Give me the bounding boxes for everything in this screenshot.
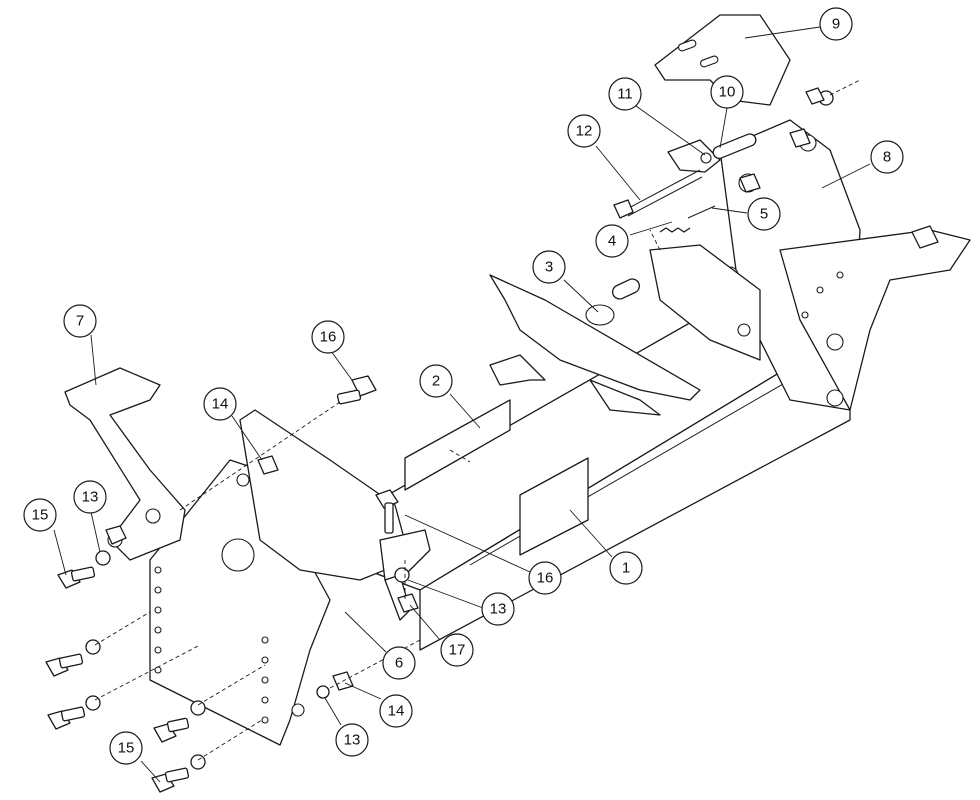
svg-text:16: 16 xyxy=(320,329,337,346)
leader-lines xyxy=(53,26,871,783)
svg-text:2: 2 xyxy=(432,373,440,390)
callout-1: 1 xyxy=(609,551,643,585)
svg-text:9: 9 xyxy=(832,16,840,33)
svg-text:4: 4 xyxy=(608,233,616,250)
callout-15-upper: 15 xyxy=(23,498,57,532)
bolt-15-upper xyxy=(57,566,96,589)
callouts: 1 2 3 4 5 6 7 8 9 10 11 12 13 13 13 14 1… xyxy=(23,7,904,765)
svg-text:1: 1 xyxy=(622,560,630,577)
pin-assembly xyxy=(585,133,761,361)
top-bracket xyxy=(654,14,791,106)
bolt-row-3 xyxy=(153,700,206,743)
bolt-16-top xyxy=(336,375,377,405)
callout-6: 6 xyxy=(382,646,416,680)
svg-text:11: 11 xyxy=(617,86,633,103)
callout-3: 3 xyxy=(532,250,566,284)
callout-13-lower: 13 xyxy=(335,723,369,757)
callout-16-lower: 16 xyxy=(528,561,562,595)
callout-15-lower: 15 xyxy=(109,731,143,765)
callout-14-lower: 14 xyxy=(379,694,413,728)
svg-text:15: 15 xyxy=(32,507,49,524)
washer-13-lower xyxy=(316,685,330,699)
callout-17: 17 xyxy=(440,633,474,667)
svg-text:3: 3 xyxy=(545,259,553,276)
svg-text:6: 6 xyxy=(395,655,403,672)
callout-12: 12 xyxy=(567,114,601,148)
bolt-row-4 xyxy=(151,754,206,793)
callout-9: 9 xyxy=(819,7,853,41)
svg-text:14: 14 xyxy=(212,396,229,413)
receiver-wedge xyxy=(489,274,701,416)
bolt-row-2 xyxy=(47,695,101,730)
svg-text:5: 5 xyxy=(760,206,768,223)
svg-text:12: 12 xyxy=(576,123,593,140)
callout-13-upper: 13 xyxy=(73,480,107,514)
bolt-row-1 xyxy=(45,639,101,677)
nut-upper xyxy=(105,525,127,545)
callout-7: 7 xyxy=(63,304,97,338)
fasteners xyxy=(45,87,939,793)
washer-13-upper xyxy=(95,550,111,566)
callout-14-upper: 14 xyxy=(203,387,237,421)
callout-8: 8 xyxy=(870,140,904,174)
svg-text:15: 15 xyxy=(118,740,135,757)
callout-11: 11 xyxy=(608,77,642,111)
nut-14-upper xyxy=(257,455,279,475)
svg-text:13: 13 xyxy=(82,489,99,506)
svg-text:17: 17 xyxy=(449,642,466,659)
callout-13-mid: 13 xyxy=(481,592,515,626)
svg-text:7: 7 xyxy=(76,313,84,330)
svg-text:13: 13 xyxy=(490,601,507,618)
nut-17 xyxy=(397,593,419,613)
callout-10: 10 xyxy=(710,75,744,109)
callout-4: 4 xyxy=(595,224,629,258)
callout-16-upper: 16 xyxy=(311,320,345,354)
svg-text:16: 16 xyxy=(537,570,554,587)
pads xyxy=(404,399,589,556)
svg-text:10: 10 xyxy=(719,84,736,101)
svg-text:8: 8 xyxy=(883,149,891,166)
callout-2: 2 xyxy=(419,364,453,398)
callout-5: 5 xyxy=(747,197,781,231)
svg-text:14: 14 xyxy=(388,703,405,720)
svg-text:13: 13 xyxy=(344,732,361,749)
washer-13-mid xyxy=(394,567,410,583)
left-bracket xyxy=(64,367,186,561)
bolt-16-lower xyxy=(375,489,399,534)
